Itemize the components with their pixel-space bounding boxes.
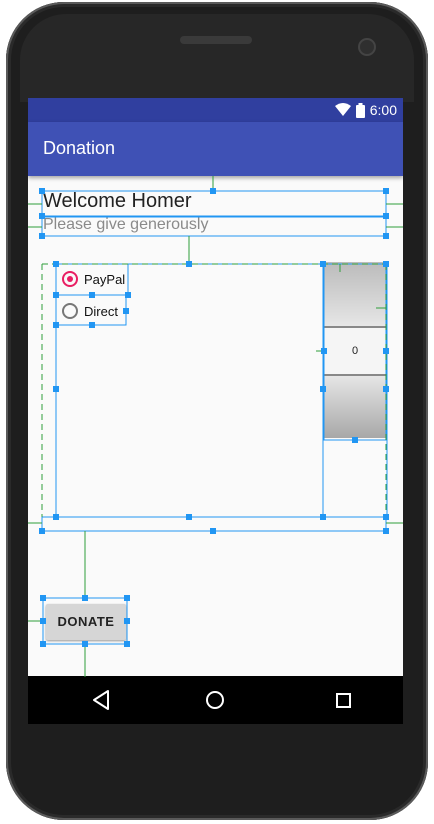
- home-icon[interactable]: [206, 691, 224, 709]
- picker-decrement[interactable]: [324, 376, 386, 438]
- donate-button[interactable]: DONATE: [46, 604, 126, 640]
- radio-direct-label: Direct: [84, 303, 118, 319]
- nav-buttons: [93, 690, 351, 710]
- radio-paypal-label: PayPal: [84, 271, 126, 287]
- subtitle-text: Please give generously: [43, 216, 209, 233]
- recents-icon[interactable]: [336, 693, 351, 708]
- welcome-text: Welcome Homer: [43, 190, 192, 212]
- status-icons: 6:00: [334, 101, 397, 119]
- picker-increment[interactable]: [324, 262, 386, 328]
- radio-direct[interactable]: Direct: [62, 300, 128, 322]
- content-area: Welcome Homer Please give generously Pay…: [28, 176, 403, 676]
- amount-picker[interactable]: 0: [324, 262, 386, 438]
- battery-icon: [355, 102, 365, 118]
- wifi-icon: [334, 103, 351, 116]
- back-icon[interactable]: [93, 690, 109, 710]
- navigation-bar: [28, 676, 403, 724]
- picker-value[interactable]: 0: [324, 328, 386, 376]
- device-screen: 6:00 Donation Welcome Homer Please give …: [28, 98, 403, 724]
- radio-unselected-icon: [62, 303, 78, 319]
- status-bar: 6:00: [28, 98, 403, 122]
- radio-paypal[interactable]: PayPal: [62, 268, 128, 290]
- radio-selected-icon: [62, 271, 78, 287]
- app-bar: Donation: [28, 122, 403, 176]
- status-time: 6:00: [369, 102, 397, 118]
- front-camera: [358, 38, 376, 56]
- speaker-grille: [180, 36, 252, 44]
- app-title: Donation: [43, 138, 116, 158]
- phone-top-bezel: [20, 14, 414, 102]
